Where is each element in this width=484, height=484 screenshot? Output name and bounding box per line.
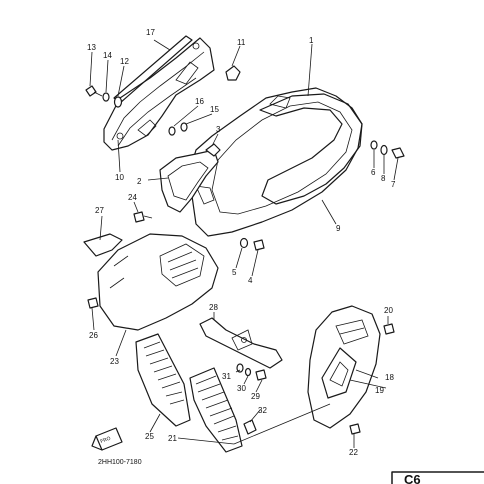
callout-29: 29 xyxy=(251,392,260,401)
callout-4: 4 xyxy=(248,276,253,285)
callout-5: 5 xyxy=(232,268,237,277)
part-clip-3 xyxy=(205,143,221,157)
leader-lines xyxy=(89,39,399,448)
part-bolt-22 xyxy=(349,423,361,435)
callout-18: 18 xyxy=(385,373,394,382)
callout-9: 9 xyxy=(336,224,341,233)
callout-13: 13 xyxy=(87,43,96,52)
callout-3: 3 xyxy=(216,125,221,134)
part-bolt-7 xyxy=(391,147,405,159)
callout-30: 30 xyxy=(237,384,246,393)
part-decal-27 xyxy=(83,233,123,257)
callout-22: 22 xyxy=(349,448,358,457)
callout-1: 1 xyxy=(309,36,314,45)
part-stay-bracket xyxy=(199,317,283,369)
callout-14: 14 xyxy=(103,51,112,60)
part-side-bracket xyxy=(103,37,215,151)
callout-10: 10 xyxy=(115,173,124,182)
front-marker-text: FRO xyxy=(100,436,112,445)
part-collar-16 xyxy=(168,126,176,136)
callout-12: 12 xyxy=(120,57,129,66)
part-emblem-19 xyxy=(321,347,357,399)
callout-20: 20 xyxy=(384,306,393,315)
front-direction-marker: FRO xyxy=(91,427,123,451)
callout-8: 8 xyxy=(381,174,386,183)
callout-15: 15 xyxy=(210,105,219,114)
part-washer-6 xyxy=(370,140,378,150)
part-collar-12 xyxy=(113,96,123,108)
part-collar-5 xyxy=(239,237,249,249)
part-clip-32 xyxy=(243,419,257,435)
callout-11: 11 xyxy=(237,38,246,47)
part-bolt-4 xyxy=(253,239,265,251)
part-radiator-cover-left xyxy=(97,233,219,331)
part-radiator-guard-21 xyxy=(189,367,243,453)
part-frame-bracket xyxy=(159,149,219,213)
diagram-code: 2HH100-7180 xyxy=(98,459,142,466)
corner-mark: C6 xyxy=(391,471,484,484)
callout-23: 23 xyxy=(110,357,119,366)
part-side-cover xyxy=(189,87,363,237)
callout-25: 25 xyxy=(145,432,154,441)
callout-6: 6 xyxy=(371,168,376,177)
callout-32: 32 xyxy=(258,406,267,415)
part-bolt-29 xyxy=(255,369,267,381)
callout-2: 2 xyxy=(137,177,142,186)
callout-24: 24 xyxy=(128,193,137,202)
part-collar-31 xyxy=(236,363,244,373)
callout-27: 27 xyxy=(95,206,104,215)
part-seal-trim xyxy=(259,93,363,205)
part-bolt-13 xyxy=(85,85,103,97)
corner-mark-text: C6 xyxy=(404,472,421,484)
part-bolt-24 xyxy=(133,211,153,223)
callout-21: 21 xyxy=(168,434,177,443)
callout-7: 7 xyxy=(391,180,396,189)
part-collar-8 xyxy=(380,144,388,156)
callout-19: 19 xyxy=(375,386,384,395)
callout-28: 28 xyxy=(209,303,218,312)
part-bolt-26 xyxy=(87,297,99,309)
part-grommet xyxy=(225,65,241,81)
part-washer-15 xyxy=(180,122,188,132)
part-washer-30 xyxy=(244,367,252,377)
callout-31: 31 xyxy=(222,372,231,381)
callout-17: 17 xyxy=(146,28,155,37)
callout-16: 16 xyxy=(195,97,204,106)
callout-labels: 1 2 3 4 5 6 7 8 9 10 11 12 13 14 15 16 1… xyxy=(87,28,396,457)
part-washer-14 xyxy=(102,92,110,102)
callout-26: 26 xyxy=(89,331,98,340)
part-bolt-20 xyxy=(383,323,395,335)
part-radiator-guard-25 xyxy=(135,333,191,427)
